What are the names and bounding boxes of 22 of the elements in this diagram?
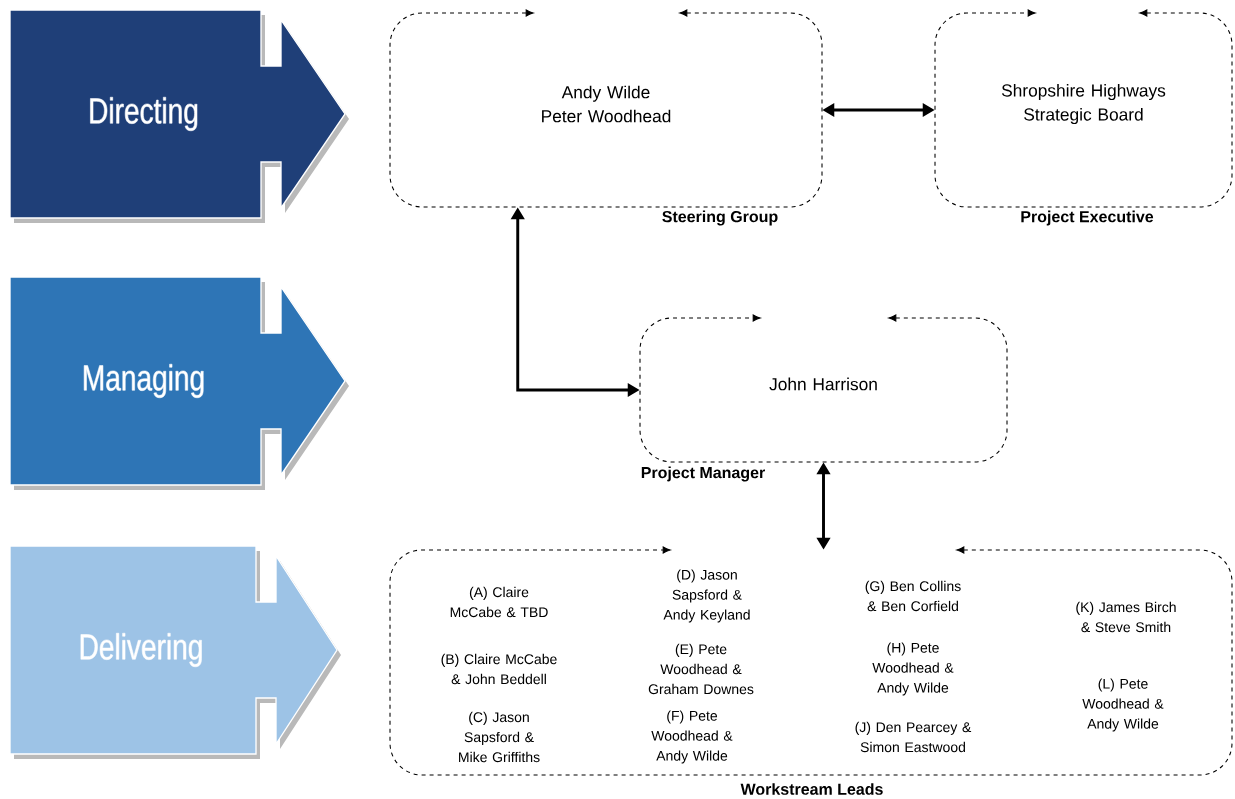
workstream-text: (C) Jason Sapsford & Mike Griffiths bbox=[459, 711, 540, 763]
box-heading: Project Manager bbox=[641, 466, 765, 482]
workstream-text: (B) Claire McCabe & John Beddell bbox=[441, 653, 557, 685]
dashed-box bbox=[639, 314, 1008, 463]
box-text: Andy Wilde Peter Woodhead bbox=[542, 85, 671, 123]
workstream-text: (E) Pete Woodhead & Graham Downes bbox=[648, 643, 754, 695]
workstream-text: (D) Jason Sapsford & Andy Keyland bbox=[663, 569, 750, 623]
dashed-box bbox=[934, 9, 1233, 208]
box-heading: Steering Group bbox=[662, 210, 778, 226]
workstream-text: (H) Pete Woodhead & Andy Wilde bbox=[872, 642, 954, 696]
workstream-text: (G) Ben Collins & Ben Corfield bbox=[865, 580, 961, 612]
workstream-text: (A) Claire McCabe & TBD bbox=[450, 586, 548, 618]
dashed-box bbox=[389, 546, 1233, 776]
workstream-text: (L) Pete Woodhead & Andy Wilde bbox=[1082, 678, 1164, 732]
box-heading: Workstream Leads bbox=[740, 783, 883, 795]
box-text: Shropshire Highways Strategic Board bbox=[1001, 83, 1166, 125]
workstream-text: (J) Den Pearcey & Simon Eastwood bbox=[855, 721, 972, 753]
workstream-text: (F) Pete Woodhead & Andy Wilde bbox=[651, 710, 733, 764]
box-text: John Harrison bbox=[769, 377, 877, 391]
dashed-box bbox=[389, 9, 823, 208]
workstream-text: (K) James Birch & Steve Smith bbox=[1076, 601, 1176, 633]
box-heading: Project Executive bbox=[1021, 210, 1154, 226]
